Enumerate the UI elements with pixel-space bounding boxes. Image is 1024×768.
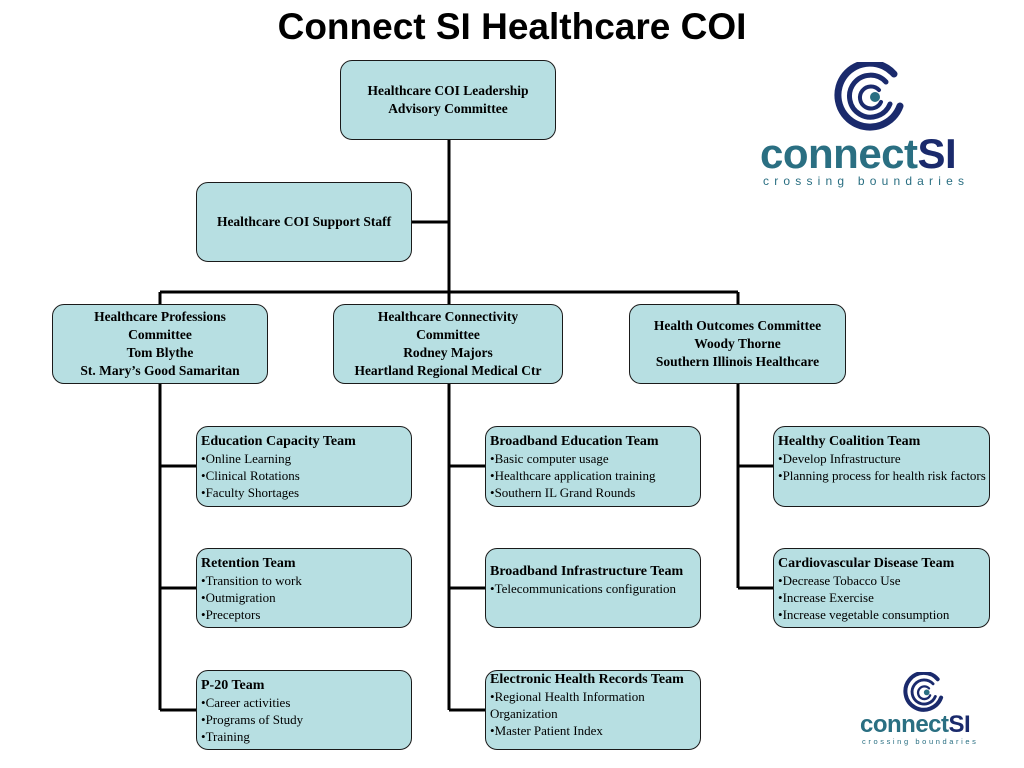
education-capacity-team-box: Education Capacity Team Online Learning … [196, 426, 412, 507]
team-task: Telecommunications configuration [490, 580, 697, 597]
box-line: Committee [416, 327, 480, 342]
team-task: Southern IL Grand Rounds [490, 484, 697, 501]
box-line: Healthcare COI Support Staff [216, 214, 392, 229]
team-task-list: Decrease Tobacco Use Increase Exercise I… [778, 572, 986, 623]
box-line: Health Outcomes Committee [653, 318, 822, 333]
team-task-list: Telecommunications configuration [490, 580, 697, 597]
logo-word-text: connect [860, 711, 949, 738]
team-task: Training [201, 728, 408, 745]
broadband-infrastructure-team-box: Broadband Infrastructure Team Telecommun… [485, 548, 701, 628]
connectsi-logo-large: connectSI crossing boundaries [760, 62, 980, 188]
cardiovascular-team-box: Cardiovascular Disease Team Decrease Tob… [773, 548, 990, 628]
box-line: Committee [128, 327, 192, 342]
team-task: Increase Exercise [778, 589, 986, 606]
outcomes-committee-box: Health Outcomes Committee Woody Thorne S… [629, 304, 846, 384]
team-title: Broadband Infrastructure Team [490, 564, 684, 579]
logo-word-accent: SI [917, 130, 957, 177]
p20-team-box: P-20 Team Career activities Programs of … [196, 670, 412, 750]
team-task: Transition to work [201, 572, 408, 589]
support-staff-box: Healthcare COI Support Staff [196, 182, 412, 262]
box-line: St. Mary’s Good Samaritan [80, 363, 240, 378]
team-task: Preceptors [201, 606, 408, 623]
team-title: Healthy Coalition Team [778, 434, 921, 449]
connectsi-swirl-icon [834, 62, 904, 131]
team-task: Clinical Rotations [201, 467, 408, 484]
team-task: Career activities [201, 694, 408, 711]
box-line: Tom Blythe [126, 345, 194, 360]
team-task: Healthcare application training [490, 467, 697, 484]
team-title: Electronic Health Records Team [490, 672, 684, 687]
team-task: Online Learning [201, 450, 408, 467]
box-line: Heartland Regional Medical Ctr [354, 363, 542, 378]
logo-tagline: crossing boundaries [862, 737, 979, 746]
broadband-education-team-box: Broadband Education Team Basic computer … [485, 426, 701, 507]
retention-team-box: Retention Team Transition to work Outmig… [196, 548, 412, 628]
team-task-list: Develop Infrastructure Planning process … [778, 450, 986, 484]
connectivity-committee-box: Healthcare Connectivity Committee Rodney… [333, 304, 563, 384]
team-title: Broadband Education Team [490, 434, 659, 449]
team-task: Develop Infrastructure [778, 450, 986, 467]
team-task-list: Basic computer usage Healthcare applicat… [490, 450, 697, 501]
logo-wordmark: connectSI [760, 130, 957, 177]
team-task-list: Regional Health Information Organization… [490, 688, 697, 739]
box-line: Woody Thorne [694, 336, 781, 351]
ehr-team-box: Electronic Health Records Team Regional … [485, 670, 701, 750]
box-line: Healthcare Connectivity [377, 309, 519, 324]
logo-word-text: connect [760, 130, 918, 177]
team-task: Planning process for health risk factors [778, 467, 986, 484]
box-line: Advisory Committee [388, 101, 508, 116]
box-line: Rodney Majors [403, 345, 493, 360]
logo-wordmark: connectSI [860, 711, 971, 738]
connectsi-logo-small: connectSI crossing boundaries [860, 672, 990, 748]
team-task-list: Career activities Programs of Study Trai… [201, 694, 408, 745]
team-title: Cardiovascular Disease Team [778, 556, 955, 571]
box-line: Southern Illinois Healthcare [655, 354, 820, 369]
team-task-list: Transition to work Outmigration Precepto… [201, 572, 408, 623]
logo-tagline: crossing boundaries [763, 174, 970, 188]
connectsi-swirl-icon [903, 672, 944, 712]
team-task: Regional Health Information Organization [490, 688, 697, 722]
team-task: Decrease Tobacco Use [778, 572, 986, 589]
healthy-coalition-team-box: Healthy Coalition Team Develop Infrastru… [773, 426, 990, 507]
team-task: Faculty Shortages [201, 484, 408, 501]
team-task-list: Online Learning Clinical Rotations Facul… [201, 450, 408, 501]
team-task: Programs of Study [201, 711, 408, 728]
team-title: Education Capacity Team [201, 434, 356, 449]
logo-word-accent: SI [948, 711, 971, 738]
box-line: Healthcare Professions [94, 309, 226, 324]
team-task: Master Patient Index [490, 722, 697, 739]
team-task: Increase vegetable consumption [778, 606, 986, 623]
page-title: Connect SI Healthcare COI [277, 6, 747, 47]
team-title: P-20 Team [201, 678, 265, 693]
team-task: Outmigration [201, 589, 408, 606]
box-line: Healthcare COI Leadership [367, 83, 529, 98]
team-title: Retention Team [201, 556, 296, 571]
leadership-committee-box: Healthcare COI Leadership Advisory Commi… [340, 60, 556, 140]
team-task: Basic computer usage [490, 450, 697, 467]
professions-committee-box: Healthcare Professions Committee Tom Bly… [52, 304, 268, 384]
